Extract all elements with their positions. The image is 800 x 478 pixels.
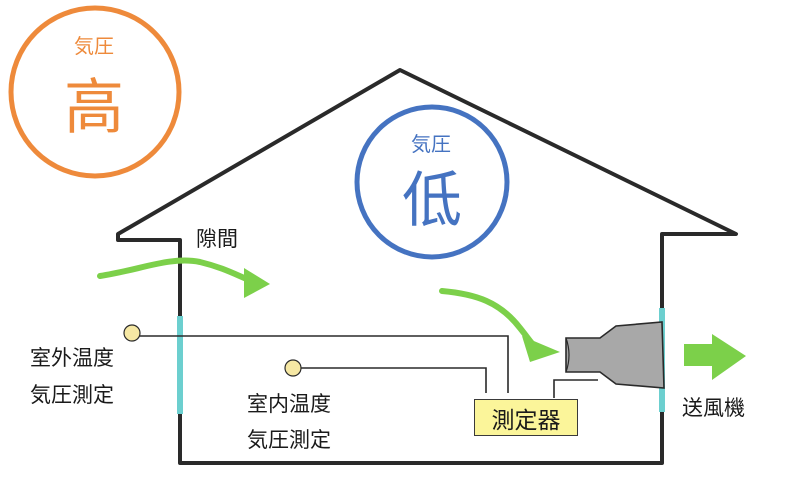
inside-pressure-label: 気圧 xyxy=(411,132,451,156)
inside-pressure-circle xyxy=(354,104,510,260)
indoor-sensor xyxy=(284,359,302,377)
inside-pressure-level: 低 xyxy=(402,166,462,236)
outside-pressure-label: 気圧 xyxy=(74,34,114,58)
blower-unit xyxy=(565,321,665,389)
measuring-device: 測定器 xyxy=(474,399,578,436)
house-outline xyxy=(116,68,738,465)
blower-control-wire xyxy=(553,379,598,398)
airflow-arrow-exhaust xyxy=(684,334,746,380)
outdoor-sensor-label-line2: 気圧測定 xyxy=(30,383,114,407)
indoor-sensor-label-line2: 気圧測定 xyxy=(247,428,331,452)
outside-pressure-level: 高 xyxy=(64,73,124,143)
blower-inlet xyxy=(565,337,570,373)
indoor-sensor-wire xyxy=(294,367,487,393)
gap-label: 隙間 xyxy=(196,227,238,251)
outdoor-sensor-label-line1: 室外温度 xyxy=(30,346,114,370)
measuring-device-label: 測定器 xyxy=(491,407,561,434)
outside-pressure-circle xyxy=(8,5,182,179)
outdoor-sensor xyxy=(123,324,141,342)
indoor-sensor-label-line1: 室内温度 xyxy=(247,392,331,416)
blower-label: 送風機 xyxy=(682,396,745,420)
airflow-arrow-gap xyxy=(97,257,270,298)
outdoor-sensor-wire xyxy=(132,335,509,393)
airflow-arrow-inside xyxy=(439,288,560,362)
